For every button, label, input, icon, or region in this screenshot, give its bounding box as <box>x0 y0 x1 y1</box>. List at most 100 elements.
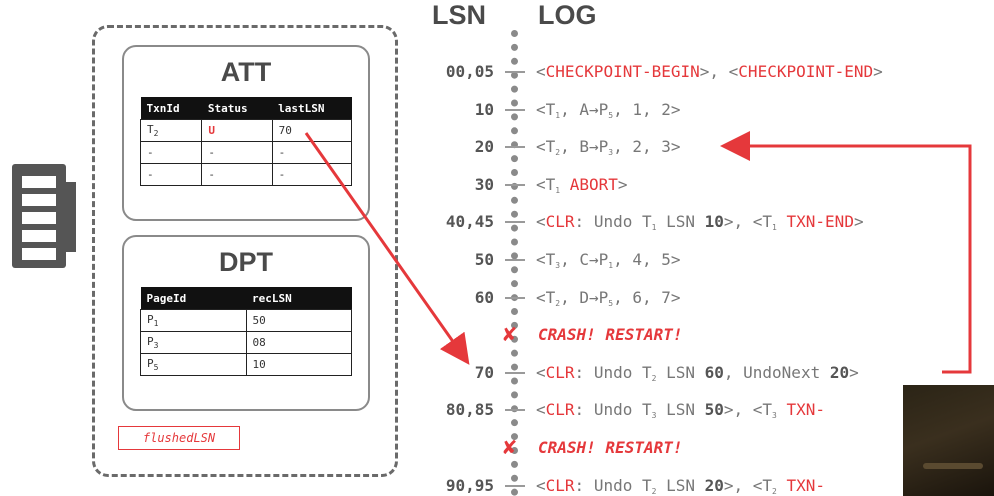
dpt-page-sub: 3 <box>153 341 159 350</box>
log-entry-part: LSN <box>656 400 705 419</box>
log-entry-part: CLR <box>545 476 575 495</box>
log-entry-part: CHECKPOINT-END <box>738 62 874 81</box>
log-entry-part: , D→P <box>560 288 609 307</box>
log-entry: <CHECKPOINT-BEGIN>, <CHECKPOINT-END> <box>536 62 883 81</box>
log-entry: <T1 ABORT> <box>536 175 628 195</box>
log-tick <box>505 297 525 299</box>
undonext-arrow <box>720 131 972 374</box>
log-entry-part: <T <box>536 137 556 156</box>
dpt-column-header: PageId <box>140 287 246 310</box>
log-entry-part: >, < <box>699 62 739 81</box>
log-tick <box>505 409 525 411</box>
log-entry: <T1, A→P5, 1, 2> <box>536 100 681 120</box>
log-tick <box>505 184 525 186</box>
log-entry-part: 3 <box>651 411 657 420</box>
log-entry-part: : Undo T <box>574 363 652 382</box>
log-entry-part: , 2, 3> <box>613 137 681 156</box>
log-entry-part: 2 <box>651 374 657 383</box>
log-entry-part: 20 <box>829 363 850 382</box>
log-entry-part: , A→P <box>560 100 609 119</box>
log-entry-part: 3 <box>555 261 561 270</box>
log-lsn: 70 <box>474 363 494 382</box>
log-entry-part: CHECKPOINT-BEGIN <box>545 62 700 81</box>
memory-container <box>92 25 398 477</box>
log-tick <box>505 259 525 261</box>
crash-icon: ✘ <box>503 322 517 347</box>
lsn-header: LSN <box>432 0 486 30</box>
log-entry-part: , 1, 2> <box>613 100 681 119</box>
log-entry: <CLR: Undo T2 LSN 60, UndoNext 20> <box>536 363 859 383</box>
att-txn-sub: 2 <box>153 129 159 138</box>
log-entry-part: , 6, 7> <box>613 288 681 307</box>
log-entry-part: TXN- <box>786 476 826 495</box>
log-entry-part: , C→P <box>560 250 609 269</box>
log-lsn: 00,05 <box>445 62 494 81</box>
log-entry-part: 60 <box>704 363 724 382</box>
memory-icon <box>10 162 80 272</box>
log-entry-part: > <box>873 62 883 81</box>
log-tick <box>505 485 525 487</box>
crash-label: CRASH! RESTART! <box>538 438 683 457</box>
crash-label: CRASH! RESTART! <box>538 325 683 344</box>
log-lsn: 40,45 <box>445 212 494 231</box>
log-entry: <CLR: Undo T3 LSN 50>, <T3 TXN- <box>536 400 825 420</box>
log-entry-part: CLR <box>545 212 575 231</box>
log-entry-part: < <box>536 62 546 81</box>
log-entry-part: LSN <box>656 363 705 382</box>
att-title: ATT <box>220 57 272 87</box>
log-entry-part: TXN- <box>786 400 826 419</box>
log-entry-part: 1 <box>651 223 657 232</box>
log-entry-part: , UndoNext <box>723 363 830 382</box>
log-entry-part: 2 <box>555 148 561 157</box>
log-entry-part: 5 <box>608 111 614 120</box>
log-entry-part: <T <box>536 100 556 119</box>
log-entry-part: 1 <box>772 223 777 232</box>
log-tick <box>505 146 525 148</box>
log-spine <box>511 30 518 496</box>
log-tick <box>505 109 525 111</box>
log-entry-part: 3 <box>608 148 614 157</box>
att-txn-cell: T2 <box>139 119 203 142</box>
log-entry-part: 20 <box>704 476 724 495</box>
log-entry-part: >, <T <box>723 476 773 495</box>
dpt-title: DPT <box>219 247 273 277</box>
log-entry-part: 1 <box>555 186 561 195</box>
log-entry-part: > <box>617 175 628 194</box>
log-entry: <T2, D→P5, 6, 7> <box>536 288 681 308</box>
log-entry-part: 3 <box>772 411 777 420</box>
log-lsn: 90,95 <box>445 476 494 495</box>
log-entry: <CLR: Undo T2 LSN 20>, <T2 TXN- <box>536 476 825 496</box>
att-column-header: lastLSN <box>272 97 352 120</box>
log-entry-part: , B→P <box>560 137 609 156</box>
log-entry: <T2, B→P3, 2, 3> <box>536 137 681 157</box>
log-entry-part: : Undo T <box>574 212 652 231</box>
log-entry-part: 1 <box>608 261 614 270</box>
log-entry-part: 50 <box>704 400 724 419</box>
log-entry-part: LSN <box>656 212 705 231</box>
log-entry-part: : Undo T <box>574 400 652 419</box>
dpt-page-sub: 1 <box>153 319 159 328</box>
att-column-header: Status <box>201 97 273 120</box>
log-lsn: 80,85 <box>445 400 494 419</box>
log-tick <box>505 372 525 374</box>
log-lsn: 60 <box>474 288 494 307</box>
log-header: LOG <box>538 0 597 30</box>
log-entry-part: ABORT <box>569 175 618 194</box>
log-tick <box>505 221 525 223</box>
log-entry-part: <T <box>536 250 556 269</box>
dpt-column-header: recLSN <box>246 287 352 310</box>
log-entry-part: , 4, 5> <box>613 250 681 269</box>
log-entry: <T3, C→P1, 4, 5> <box>536 250 681 270</box>
dpt-page-sub: 5 <box>153 363 159 372</box>
log-lsn: 30 <box>474 175 494 194</box>
log-entry-part: 2 <box>555 299 561 308</box>
log-lsn: 50 <box>474 250 494 269</box>
log-entry-part: >, <T <box>723 212 773 231</box>
att-txn-cell: - <box>139 141 203 164</box>
att-txn-cell: - <box>139 163 203 186</box>
log-entry: <CLR: Undo T1 LSN 10>, <T1 TXN-END> <box>536 212 864 232</box>
